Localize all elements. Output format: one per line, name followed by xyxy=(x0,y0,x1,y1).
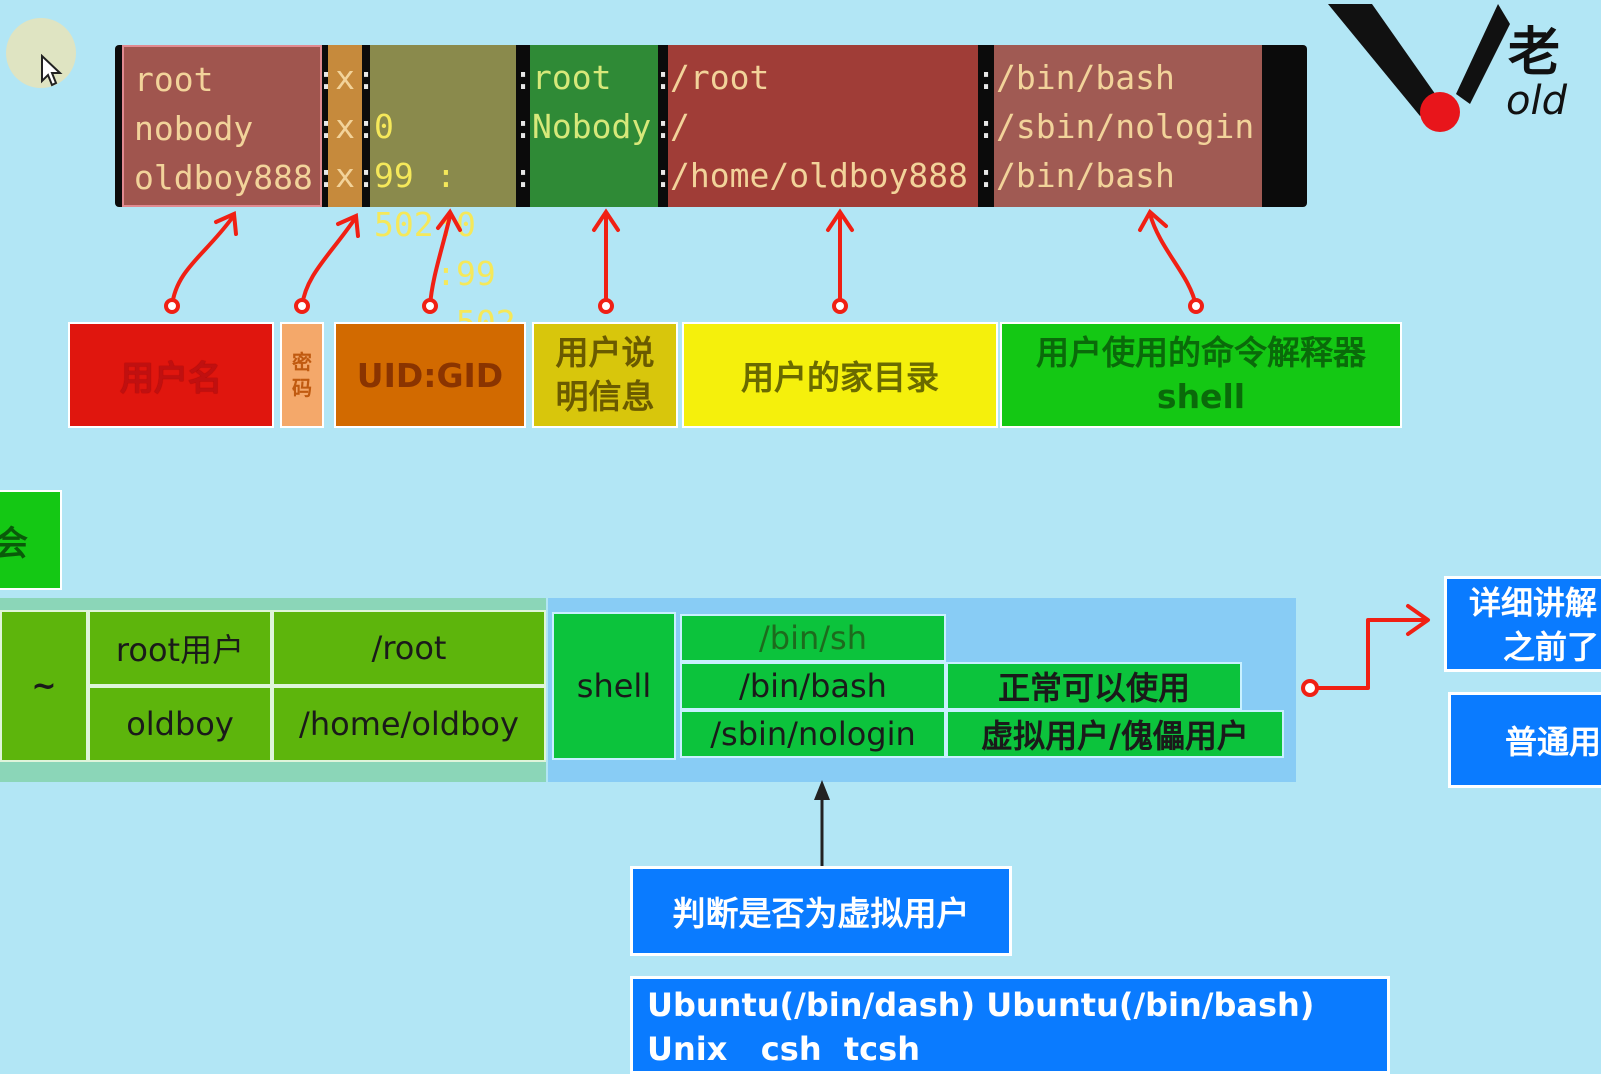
uid-sep-row-3: : xyxy=(436,254,456,293)
side-label: 会 xyxy=(0,490,62,590)
uid-sep-row-1: : xyxy=(436,156,456,195)
uid-row-3: 502 xyxy=(374,205,434,244)
home-table-user-1: root用户 xyxy=(88,610,272,686)
detail-box: 详细讲解 之前了 xyxy=(1444,576,1601,672)
separator-column-4: : : : xyxy=(653,58,673,195)
home-column: /root / /home/oldboy888 xyxy=(668,45,978,207)
username-row-2: nobody xyxy=(134,109,254,148)
arrow-username xyxy=(170,216,234,308)
comment-column: root Nobody xyxy=(530,45,658,207)
comment-row-1: root xyxy=(532,58,612,97)
normal-user-box: 普通用 xyxy=(1448,692,1601,788)
shell-row-sh: /bin/sh xyxy=(680,614,946,662)
arrow-judge-to-shell xyxy=(814,780,830,866)
uid-row-2: 99 xyxy=(374,156,414,195)
uid-gid-column: 0 : 0 99 : 99 502 : 502 xyxy=(370,45,516,342)
detail-line-2: 之前了 xyxy=(1503,628,1600,666)
mouse-pointer-icon xyxy=(41,54,63,87)
shell-table-title: shell xyxy=(552,612,676,760)
distros-box: Ubuntu(/bin/dash) Ubuntu(/bin/bash) Unix… xyxy=(630,976,1390,1074)
separator-column-2: : : : xyxy=(356,58,376,195)
distros-line-1: Ubuntu(/bin/dash) Ubuntu(/bin/bash) xyxy=(647,986,1315,1024)
shell-column: /bin/bash /sbin/nologin /bin/bash xyxy=(994,45,1262,207)
label-username: 用户名 xyxy=(68,322,274,428)
judge-virtual-user-box: 判断是否为虚拟用户 xyxy=(630,866,1012,956)
password-row-1: x xyxy=(335,58,355,97)
gid-row-2: 99 xyxy=(456,254,496,293)
arrow-to-detail xyxy=(1301,604,1430,697)
password-row-3: x xyxy=(335,156,355,195)
gid-row-1: 0 xyxy=(456,205,476,244)
comment-row-2: Nobody xyxy=(532,107,652,146)
home-table-dir-1: /root xyxy=(272,610,546,686)
label-comment: 用户说明信息 xyxy=(532,322,678,428)
shell-row-3: /bin/bash xyxy=(996,156,1175,195)
label-shell: 用户使用的命令解释器 shell xyxy=(1000,322,1402,428)
shell-row-bash: /bin/bash xyxy=(680,662,946,710)
logo-latin-text: old xyxy=(1506,78,1567,124)
shell-row-bash-desc: 正常可以使用 xyxy=(946,662,1242,710)
uid-row-1: 0 xyxy=(374,107,394,146)
password-column: x x x xyxy=(328,45,362,207)
distros-line-2: Unix csh tcsh xyxy=(647,1030,920,1068)
label-password: 密码 xyxy=(280,322,324,428)
label-home: 用户的家目录 xyxy=(682,322,998,428)
password-row-2: x xyxy=(335,107,355,146)
shell-row-1: /bin/bash xyxy=(996,58,1175,97)
logo: 老 old xyxy=(1320,0,1601,140)
separator-column-3: : : : xyxy=(513,58,533,195)
home-row-2: / xyxy=(670,107,690,146)
username-row-1: root xyxy=(134,60,214,99)
label-uid-gid: UID:GID xyxy=(334,322,526,428)
logo-chinese-text: 老 xyxy=(1508,22,1561,83)
home-row-3: /home/oldboy888 xyxy=(670,156,969,195)
arrow-password xyxy=(300,218,356,308)
home-table-dir-2: /home/oldboy xyxy=(272,686,546,762)
shell-row-nologin: /sbin/nologin xyxy=(680,710,946,758)
shell-row-2: /sbin/nologin xyxy=(996,107,1255,146)
home-row-1: /root xyxy=(670,58,770,97)
detail-line-1: 详细讲解 xyxy=(1469,584,1598,622)
separator-column-5: : : : xyxy=(976,58,996,195)
arrow-uidgid xyxy=(428,214,452,308)
username-row-3: oldboy888 xyxy=(134,158,313,197)
shell-row-nologin-desc: 虚拟用户/傀儡用户 xyxy=(946,710,1284,758)
annotation-arrows xyxy=(164,208,1204,314)
home-table-user-2: oldboy xyxy=(88,686,272,762)
logo-v-icon xyxy=(1328,4,1510,132)
home-table-tilde: ~ xyxy=(0,610,88,762)
arrow-shell xyxy=(1148,212,1198,308)
username-column: root nobody oldboy888 xyxy=(122,45,322,207)
